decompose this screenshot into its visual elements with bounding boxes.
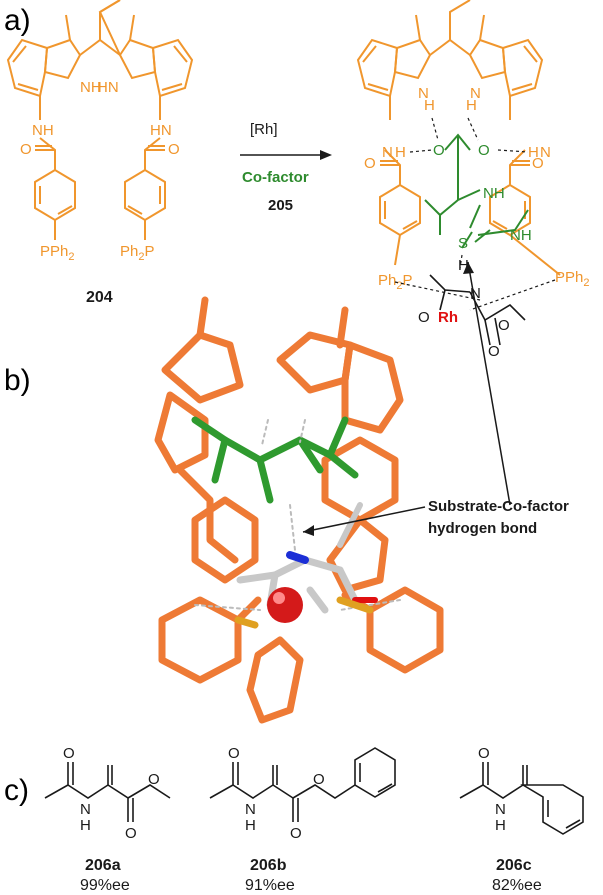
model-3d-structure: [154, 296, 444, 724]
panel-label-b: b): [4, 364, 31, 397]
substrate-206a-structure: [44, 762, 171, 822]
ligand-amide-hn-right: HN: [150, 122, 172, 139]
complex-nh-left: N: [418, 85, 429, 102]
reaction-cofactor-number: 205: [268, 197, 293, 214]
206a-nh: N: [80, 801, 91, 818]
callout-line-1: Substrate-Co-factor: [428, 498, 569, 515]
complex-cofactor-structure: [424, 133, 529, 249]
panel-label-a: a): [4, 4, 31, 37]
206b-o-ester: O: [290, 825, 302, 842]
206a-o-methoxy: O: [148, 771, 160, 788]
model-rhodium-sphere: [267, 587, 303, 623]
206a-ee: 99%ee: [80, 877, 130, 894]
complex-cofactor-o2: O: [478, 142, 490, 159]
ligand-compound-number: 204: [86, 289, 113, 306]
complex-ester-o2: O: [488, 343, 500, 360]
model-rhodium-highlight: [273, 592, 285, 604]
206b-n: N: [245, 801, 256, 818]
206c-label: 206c: [496, 857, 532, 874]
reaction-cofactor-label: Co-factor: [242, 169, 309, 186]
complex-substrate-o: O: [418, 309, 430, 326]
206b-o-benzyloxy: O: [313, 771, 325, 788]
206a-label: 206a: [85, 857, 121, 874]
206c-h: H: [495, 817, 506, 834]
206b-ee: 91%ee: [245, 877, 295, 894]
callout-pointer-line: [302, 506, 426, 533]
206b-h: H: [245, 817, 256, 834]
206a-h: H: [80, 817, 91, 834]
ligand-carbonyl-o-left: O: [20, 141, 32, 158]
complex-substrate-n: N: [470, 285, 481, 302]
ligand-hn-right: HN: [97, 79, 119, 96]
substrate-206c-structure: [459, 762, 584, 835]
complex-amide-h-left: H: [395, 144, 406, 161]
ligand-204-structure: [6, 0, 194, 240]
206b-o-carbonyl: O: [228, 745, 240, 762]
complex-amide-h-right: H: [528, 144, 539, 161]
ligand-amide-nh-left: NH: [32, 122, 54, 139]
callout-pointer-up-head: [463, 262, 474, 274]
complex-amide-n-left: N: [382, 144, 393, 161]
complex-substrate-h: H: [458, 257, 469, 274]
complex-ph2p-label: Ph2P: [378, 272, 413, 292]
ligand-carbonyl-o-right: O: [168, 141, 180, 158]
complex-h-left: H: [424, 97, 435, 114]
206c-n: N: [495, 801, 506, 818]
complex-nh-right: N: [470, 85, 481, 102]
206c-ee: 82%ee: [492, 877, 542, 894]
complex-cofactor-nh1: NH: [483, 185, 505, 202]
206b-label: 206b: [250, 857, 287, 874]
206a-o-carbonyl: O: [63, 745, 75, 762]
ligand-pph2-label: PPh2: [40, 243, 74, 263]
complex-amide-n-right: N: [540, 144, 551, 161]
callout-pointer-head: [303, 525, 314, 536]
callout-pointer-up-line: [467, 261, 511, 506]
complex-cofactor-s: S: [458, 235, 468, 252]
substrate-206b-structure: [209, 747, 396, 822]
complex-ligand-structure: [356, 0, 561, 276]
callout-line-2: hydrogen bond: [428, 520, 537, 537]
complex-carbonyl-o-right: O: [532, 155, 544, 172]
complex-pph2-label: PPh2: [555, 269, 589, 289]
complex-hbond-dashes: [394, 117, 556, 311]
complex-cofactor-nh2: NH: [510, 227, 532, 244]
complex-ester-o1: O: [498, 317, 510, 334]
206a-o-ester: O: [125, 825, 137, 842]
206c-o-carbonyl: O: [478, 745, 490, 762]
reaction-arrow-head: [320, 150, 332, 160]
complex-carbonyl-o-left: O: [364, 155, 376, 172]
complex-substrate-structure: [429, 274, 526, 346]
complex-rh-atom: Rh: [438, 309, 458, 326]
reaction-catalyst: [Rh]: [250, 121, 278, 138]
ligand-ph2p-label: Ph2P: [120, 243, 155, 263]
complex-cofactor-o1: O: [433, 142, 445, 159]
ligand-nh-left: NH: [80, 79, 102, 96]
panel-label-c: c): [4, 774, 29, 807]
complex-h-right: H: [466, 97, 477, 114]
